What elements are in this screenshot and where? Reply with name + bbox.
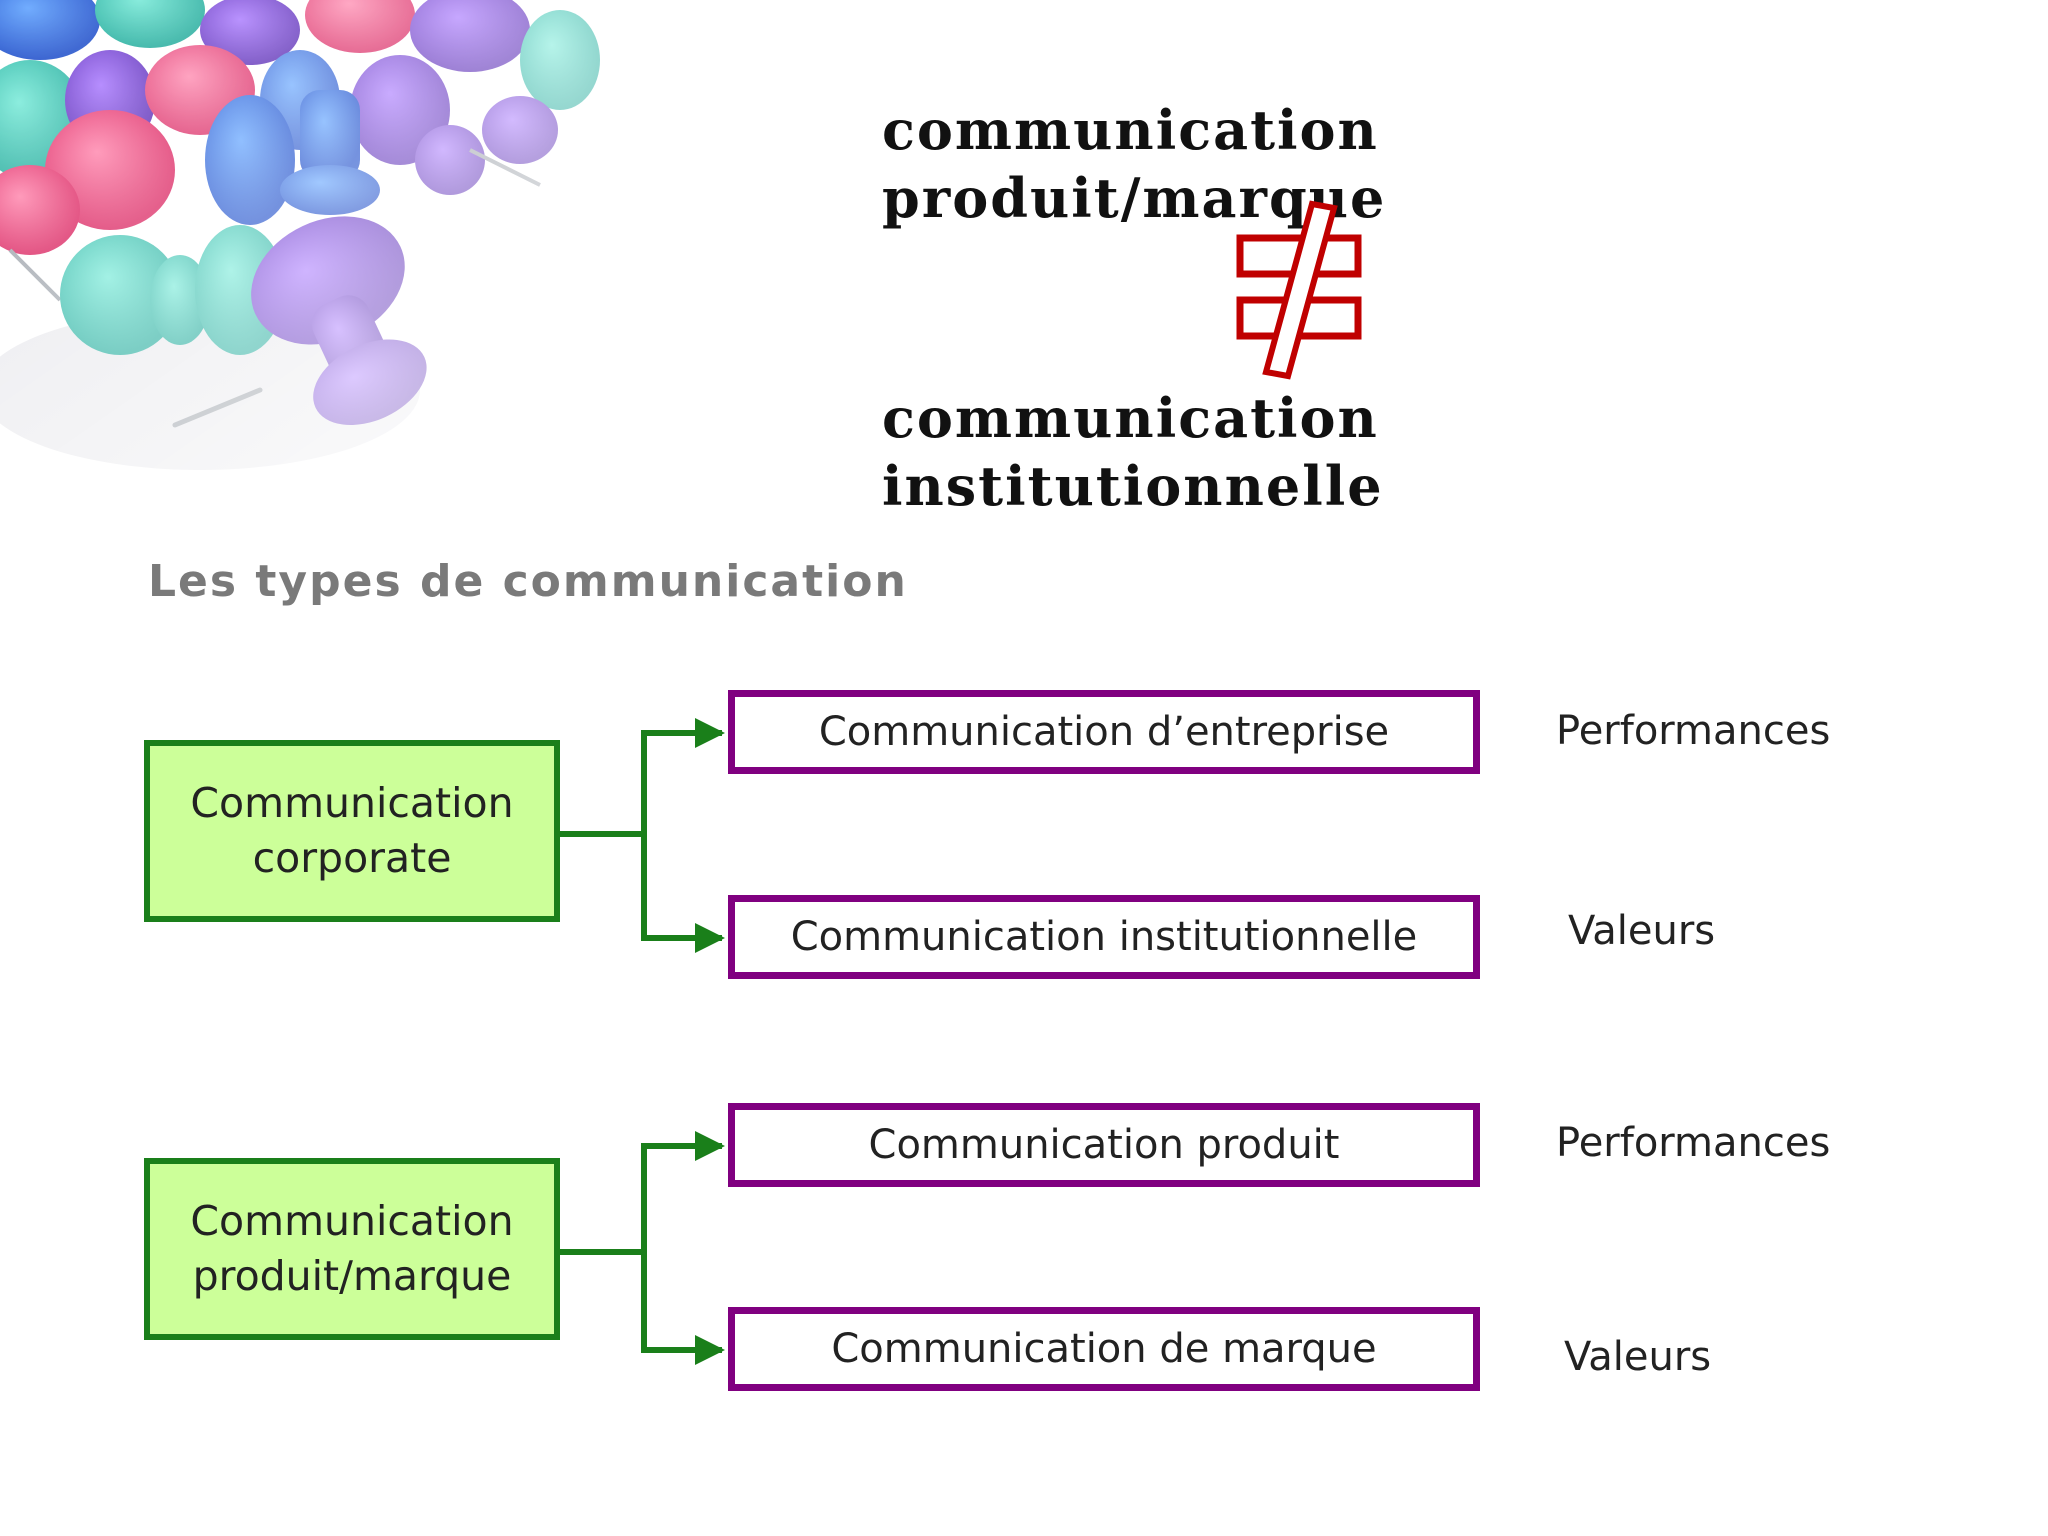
target-box-institutionnelle: Communication institutionnelle: [728, 895, 1480, 979]
side-label-performances: Performances: [1556, 708, 1831, 754]
target-box-entreprise: Communication d’entreprise: [728, 690, 1480, 774]
section-title: Les types de communication: [148, 556, 908, 607]
heading-institutionnelle: communication institutionnelle: [882, 384, 1384, 520]
source-label-corporate: Communication corporate: [190, 779, 514, 882]
side-label-valeurs: Valeurs: [1568, 908, 1716, 954]
side-label-performances-2: Performances: [1556, 1120, 1831, 1166]
heading-bottom-line-1: communication: [882, 386, 1379, 450]
group1-connector: [560, 718, 725, 953]
group2-connector: [560, 1131, 725, 1365]
not-equal-icon: [1236, 200, 1362, 380]
source-box-corporate: Communication corporate: [144, 740, 560, 922]
heading-produit-marque: communication produit/marque: [882, 96, 1386, 232]
target-box-marque: Communication de marque: [728, 1307, 1480, 1391]
side-label-valeurs-2: Valeurs: [1564, 1334, 1712, 1380]
target-label-institutionnelle: Communication institutionnelle: [790, 914, 1418, 960]
source-label-produit-marque: Communication produit/marque: [190, 1197, 514, 1300]
heading-top-line-1: communication: [882, 98, 1379, 162]
target-label-entreprise: Communication d’entreprise: [818, 709, 1390, 755]
heading-bottom-line-2: institutionnelle: [882, 454, 1384, 518]
heading-top-line-2: produit/marque: [882, 166, 1387, 230]
target-label-marque: Communication de marque: [831, 1326, 1377, 1372]
push-pins-photo: [0, 0, 700, 490]
target-label-produit: Communication produit: [868, 1122, 1340, 1168]
target-box-produit: Communication produit: [728, 1103, 1480, 1187]
source-box-produit-marque: Communication produit/marque: [144, 1158, 560, 1340]
